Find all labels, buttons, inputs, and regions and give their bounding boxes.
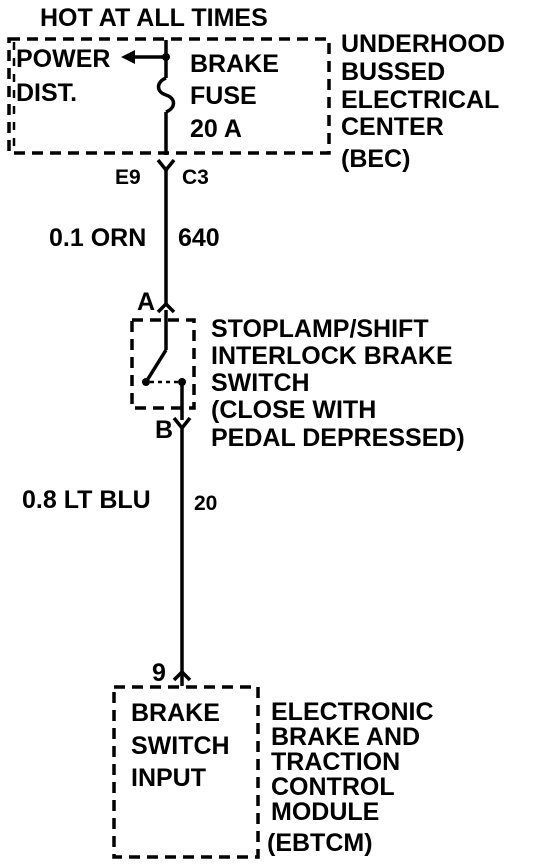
bec-label-4: CENTER <box>341 113 444 141</box>
bec-connector-icon <box>156 158 176 173</box>
switch-terminal-top: A <box>137 288 155 316</box>
bec-label-2: BUSSED <box>341 58 445 86</box>
switch-contacts-icon <box>142 310 186 420</box>
bec-label-1: UNDERHOOD <box>341 30 505 58</box>
module-label-4: CONTROL <box>271 773 395 801</box>
bec-box <box>7 37 331 155</box>
bec-connector-right: C3 <box>182 166 209 189</box>
wire-lower-gauge-color: 0.8 LT BLU <box>22 486 151 514</box>
switch-terminal-bottom: B <box>155 416 173 444</box>
switch-terminal-top-connector-icon <box>156 301 176 314</box>
source-header: HOT AT ALL TIMES <box>40 4 268 32</box>
module-label-2: BRAKE AND <box>271 723 420 751</box>
fuse-label-2: FUSE <box>190 82 257 110</box>
module-pin: 9 <box>152 659 166 687</box>
module-box <box>112 685 260 859</box>
module-input-label-2: SWITCH <box>131 732 230 760</box>
power-feed-arrow-icon <box>121 50 170 64</box>
module-input-label-1: BRAKE <box>131 699 220 727</box>
fuse-icon <box>156 40 176 155</box>
switch-label-1: STOPLAMP/SHIFT <box>211 315 429 343</box>
module-abbrev: (EBTCM) <box>267 829 373 857</box>
switch-box <box>130 318 196 410</box>
wire-upper-gauge-color: 0.1 ORN <box>49 224 146 252</box>
switch-label-4: (CLOSE WITH <box>211 396 376 424</box>
bec-connector-left: E9 <box>115 166 141 189</box>
power-dist-label-2: DIST. <box>16 79 77 107</box>
power-dist-label-1: POWER <box>16 45 110 73</box>
switch-label-3: SWITCH <box>211 369 310 397</box>
wire-lower-circuit: 20 <box>194 492 217 515</box>
wire-upper-circuit: 640 <box>178 224 220 252</box>
module-label-3: TRACTION <box>271 748 400 776</box>
fuse-rating: 20 A <box>190 115 242 143</box>
module-label-1: ELECTRONIC <box>271 698 434 726</box>
bec-label-3: ELECTRICAL <box>341 86 499 114</box>
module-input-label-3: INPUT <box>131 764 206 792</box>
switch-label-5: PEDAL DEPRESSED) <box>211 424 465 452</box>
fuse-label-1: BRAKE <box>190 50 279 78</box>
module-label-5: MODULE <box>271 798 379 826</box>
switch-label-2: INTERLOCK BRAKE <box>211 342 453 370</box>
module-pin-connector-icon <box>172 669 192 686</box>
bec-abbrev: (BEC) <box>341 145 410 173</box>
